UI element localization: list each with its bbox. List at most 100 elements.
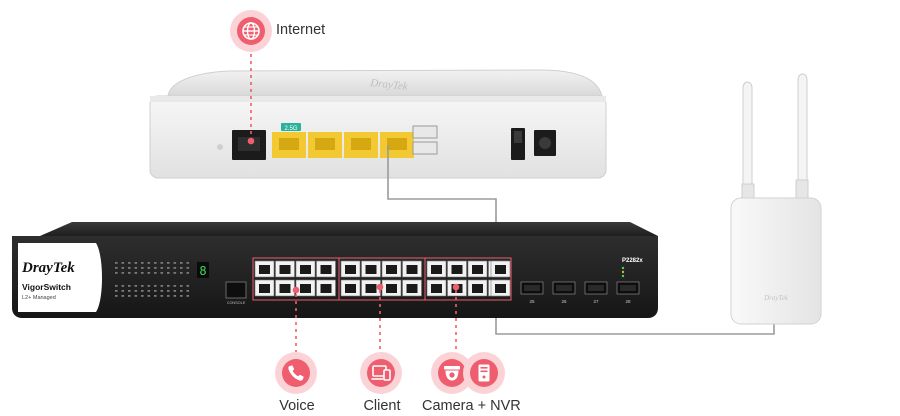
rj45-port-socket xyxy=(345,284,356,293)
status-led xyxy=(134,267,138,269)
rj45-port-socket xyxy=(320,284,332,293)
status-led xyxy=(134,295,138,297)
voice-label: Voice xyxy=(279,398,315,414)
status-led xyxy=(121,295,125,297)
status-led xyxy=(128,285,131,287)
status-led xyxy=(186,285,190,287)
switch-console-port xyxy=(225,281,247,299)
rj45-port-socket xyxy=(279,284,291,293)
status-led xyxy=(141,272,144,274)
status-led xyxy=(180,290,183,292)
status-led xyxy=(167,285,170,287)
status-led xyxy=(167,267,170,269)
globe-icon xyxy=(230,10,272,52)
rj45-port-socket xyxy=(300,284,311,293)
status-led xyxy=(160,290,164,292)
rj45-port-socket xyxy=(365,265,377,274)
marker-client xyxy=(376,283,384,291)
sfp-port-label: 25 xyxy=(529,299,535,304)
switch-digit-display xyxy=(197,262,209,278)
devices-icon xyxy=(360,352,402,394)
status-led xyxy=(173,272,177,274)
status-led xyxy=(160,267,164,269)
nvr-icon xyxy=(463,352,505,394)
status-led xyxy=(147,272,151,274)
port-group-frame xyxy=(424,257,512,301)
router-usb-port-2 xyxy=(412,141,438,155)
status-led xyxy=(147,262,151,264)
rj45-port-socket xyxy=(279,265,291,274)
status-led xyxy=(167,290,170,292)
status-led xyxy=(141,267,144,269)
switch-port-block xyxy=(252,257,512,301)
rj45-port-socket xyxy=(406,265,418,274)
switch-console-label: CONSOLE xyxy=(227,301,246,305)
status-led xyxy=(180,285,183,287)
router-top-surface xyxy=(167,69,603,97)
status-led xyxy=(128,267,131,269)
status-led xyxy=(128,290,131,292)
sfp-port-label: 27 xyxy=(593,299,599,304)
status-led xyxy=(154,285,157,287)
status-led xyxy=(115,285,118,287)
switch: DrayTek VigorSwitch L2+ Managed 8 CONSOL… xyxy=(12,222,658,318)
sfp-port-label: 28 xyxy=(625,299,631,304)
status-led xyxy=(173,290,177,292)
internet-label: Internet xyxy=(276,22,326,38)
status-led xyxy=(186,262,190,264)
port-markers xyxy=(247,137,460,294)
status-led xyxy=(121,267,125,269)
rj45-port-socket xyxy=(300,265,311,274)
status-led xyxy=(154,267,157,269)
status-led xyxy=(134,272,138,274)
status-led xyxy=(186,295,190,297)
router-top-brand: DrayTek xyxy=(369,77,410,93)
status-led xyxy=(115,267,118,269)
status-led xyxy=(128,262,131,264)
rj45-port-socket xyxy=(259,284,270,293)
router-reset-hole xyxy=(217,144,223,150)
uplink-port-socket xyxy=(495,284,506,293)
rj45-port-socket xyxy=(259,265,270,274)
status-led xyxy=(134,262,138,264)
switch-led-panel xyxy=(115,262,190,297)
status-led xyxy=(154,272,157,274)
status-led xyxy=(173,262,177,264)
ap-brand: DrayTek xyxy=(763,294,789,302)
status-led xyxy=(134,290,138,292)
status-led xyxy=(141,262,144,264)
status-led xyxy=(180,272,183,274)
status-led xyxy=(115,262,118,264)
switch-digit: 8 xyxy=(199,264,206,278)
client-label: Client xyxy=(363,398,401,414)
rj45-port-socket xyxy=(431,284,442,293)
status-led xyxy=(160,272,164,274)
sfp-port-socket xyxy=(524,285,540,291)
status-led xyxy=(147,295,151,297)
rj45-port-socket xyxy=(365,284,377,293)
switch-subtitle: L2+ Managed xyxy=(22,295,56,301)
status-led xyxy=(160,295,164,297)
status-led xyxy=(128,272,131,274)
switch-model: P2282x xyxy=(622,258,643,264)
status-led xyxy=(121,290,125,292)
rj45-port-socket xyxy=(386,265,397,274)
rj45-port-socket xyxy=(320,265,332,274)
router-usb-port-1 xyxy=(412,125,438,139)
sfp-port-socket xyxy=(588,285,604,291)
sfp-port-socket xyxy=(556,285,572,291)
status-led xyxy=(186,290,190,292)
switch-top-surface xyxy=(40,222,658,236)
status-led xyxy=(121,262,125,264)
status-led xyxy=(167,295,170,297)
camera-nvr-label: Camera + NVR xyxy=(422,398,521,414)
router-port-tag-label: 2.5G xyxy=(284,126,297,132)
status-led xyxy=(147,290,151,292)
status-led xyxy=(186,272,190,274)
status-led xyxy=(160,262,164,264)
status-led xyxy=(121,272,125,274)
status-led xyxy=(180,295,183,297)
